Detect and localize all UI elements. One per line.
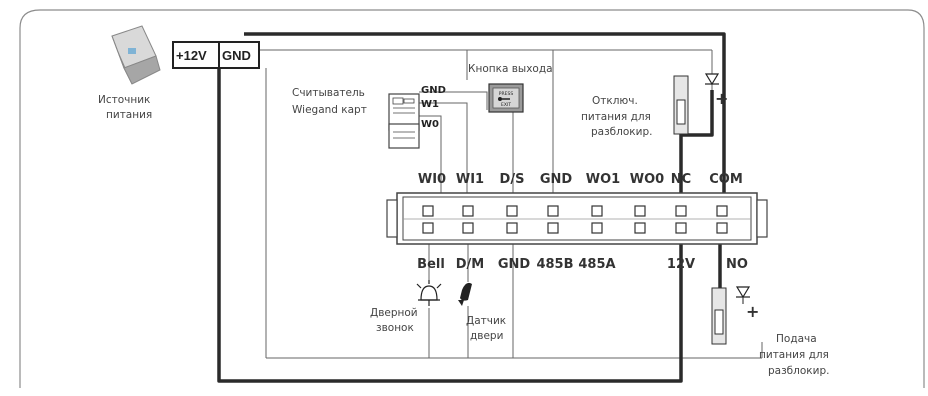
psu-terminal-plus [172, 41, 220, 69]
terminal-pin-bottom [675, 222, 687, 234]
lock-no-label-3: разблокир. [768, 365, 829, 377]
terminal-top-label: NC [671, 172, 691, 187]
power-supply-label-1: Источник [98, 94, 150, 106]
card-reader-pin-w1: W1 [421, 99, 439, 110]
terminal-pins-top [422, 205, 728, 217]
terminal-bottom-labels: Bell D/M GND 485B 485A 12V NO [417, 257, 748, 272]
terminal-pin-top [506, 205, 518, 217]
psu-terminal-plus-label: +12V [176, 48, 207, 63]
terminal-top-label: WI1 [456, 172, 484, 187]
terminal-pin-top [462, 205, 474, 217]
terminal-pin-bottom [591, 222, 603, 234]
terminal-pins-bottom [422, 222, 728, 234]
power-supply-label-2: питания [106, 109, 152, 121]
door-sensor-label-1: Датчик [466, 315, 506, 327]
terminal-bottom-label: GND [498, 257, 531, 272]
terminal-top-labels: WI0 WI1 D/S GND WO1 WO0 NC COM [418, 172, 743, 187]
exit-button-face-top: PRESS [499, 91, 514, 97]
door-sensor-label-2: двери [470, 330, 503, 342]
lock-nc-label-2: питания для [581, 111, 651, 123]
terminal-bottom-label: 485A [578, 257, 615, 272]
psu-terminal-gnd-label: GND [222, 48, 251, 63]
card-reader-label-1: Считыватель [292, 87, 365, 99]
terminal-bottom-label: NO [726, 257, 748, 272]
terminal-pin-top [591, 205, 603, 217]
terminal-bottom-label: 485B [536, 257, 573, 272]
terminal-top-label: WI0 [418, 172, 446, 187]
diagram-frame [19, 9, 925, 388]
terminal-block [386, 192, 768, 245]
lock-nc-label-1: Отключ. [592, 95, 638, 107]
door-sensor-icon [458, 282, 472, 306]
terminal-pin-top [547, 205, 559, 217]
terminal-top-label: WO0 [630, 172, 664, 187]
diode-no-icon [735, 286, 751, 299]
terminal-top-label: GND [540, 172, 573, 187]
terminal-bottom-label: Bell [417, 257, 445, 272]
terminal-pin-bottom [506, 222, 518, 234]
terminal-top-label: D/S [500, 172, 525, 187]
terminal-bottom-label: 12V [667, 257, 695, 272]
power-supply-icon [111, 25, 161, 85]
terminal-pin-bottom [462, 222, 474, 234]
terminal-top-label: WO1 [586, 172, 620, 187]
lock-nc-icon [673, 75, 689, 135]
terminal-pin-top [675, 205, 687, 217]
bell-label-2: звонок [376, 322, 414, 334]
terminal-pin-bottom [634, 222, 646, 234]
plus-sign-no: + [746, 302, 759, 321]
terminal-bottom-label: D/M [456, 257, 484, 272]
lock-no-label-2: питания для [759, 349, 829, 361]
terminal-pin-top [634, 205, 646, 217]
card-reader-pin-w0: W0 [421, 119, 439, 130]
card-reader-pin-gnd: GND [421, 85, 446, 96]
terminal-pin-bottom [422, 222, 434, 234]
lock-no-icon [711, 287, 727, 345]
exit-button-face-bottom: EXIT [501, 102, 511, 108]
bell-label-1: Дверной [370, 307, 418, 319]
terminal-pin-top [716, 205, 728, 217]
psu-terminal-gnd [218, 41, 260, 69]
terminal-pin-bottom [547, 222, 559, 234]
diode-nc-icon [704, 73, 720, 86]
exit-button-label: Кнопка выхода [468, 63, 553, 75]
plus-sign-nc: + [715, 89, 728, 108]
terminal-pin-bottom [716, 222, 728, 234]
bell-icon [416, 280, 442, 306]
terminal-pin-top [422, 205, 434, 217]
card-reader-icon [388, 93, 420, 149]
terminal-top-label: COM [709, 172, 743, 187]
exit-button-icon: PRESS EXIT [488, 83, 524, 113]
card-reader-label-2: Wiegand карт [292, 104, 367, 116]
lock-no-label-1: Подача [776, 333, 817, 345]
lock-nc-label-3: разблокир. [591, 126, 652, 138]
